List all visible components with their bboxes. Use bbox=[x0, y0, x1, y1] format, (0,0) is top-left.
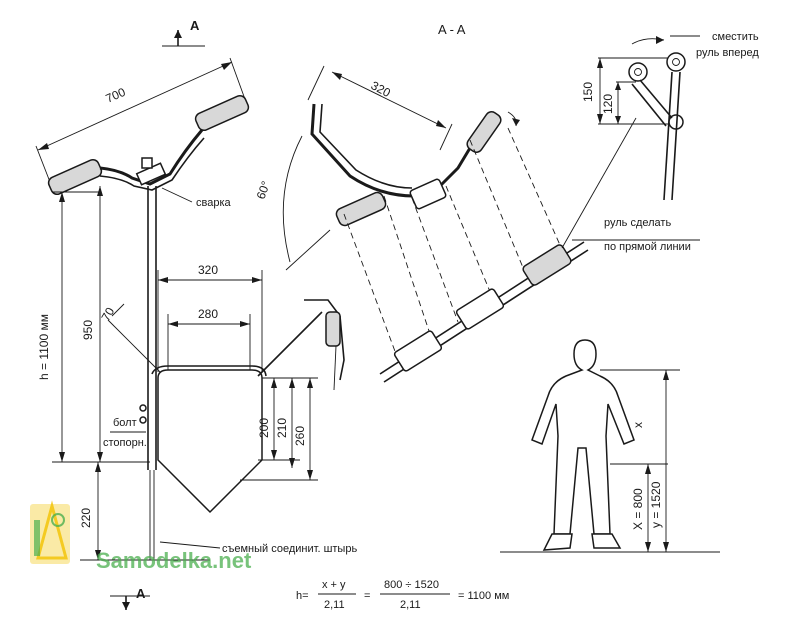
dim-950: 950 bbox=[81, 320, 95, 340]
human-figure: y = 1520 X = 800 x bbox=[500, 339, 720, 553]
view-a-a: A - A 320 60° руль сде bbox=[254, 22, 700, 383]
dim-210: 210 bbox=[275, 418, 289, 438]
watermark: Samodelka.net bbox=[30, 500, 252, 573]
shift-detail: 150 120 сместить руль вперед bbox=[561, 31, 759, 249]
formula-den1: 2,11 bbox=[324, 599, 345, 611]
formula-num2: 800 ÷ 1520 bbox=[384, 579, 439, 591]
human-silhouette bbox=[531, 339, 635, 535]
bolt-label-line2: стопорн. bbox=[103, 437, 147, 449]
move-note-line1: сместить bbox=[712, 31, 759, 43]
dim-220: 220 bbox=[79, 508, 93, 528]
formula-lhs: h= bbox=[296, 590, 309, 602]
dim-200: 200 bbox=[257, 418, 271, 438]
formula-eq2: = 1100 мм bbox=[458, 590, 509, 602]
dim-150: 150 bbox=[581, 82, 595, 102]
dim-70: 70 bbox=[98, 305, 117, 324]
straight-note-line2: по прямой линии bbox=[604, 241, 691, 253]
section-mark-top-label: A bbox=[190, 18, 200, 33]
watermark-text: Samodelka.net bbox=[96, 548, 252, 573]
dim-human-top: x bbox=[631, 422, 645, 428]
straight-note-line1: руль сделать bbox=[604, 217, 671, 229]
dim-human-y: y = 1520 bbox=[649, 481, 663, 528]
view-title: A - A bbox=[438, 22, 466, 37]
section-mark-bottom: A съемный соединит. штырь bbox=[110, 541, 357, 610]
dim-angle-60: 60° bbox=[254, 179, 273, 201]
gear-icon bbox=[51, 513, 65, 527]
weld-label: сварка bbox=[196, 197, 232, 209]
stem-and-height-dimensions: h = 1100 мм 950 220 болт стопорн. bbox=[37, 186, 210, 561]
dim-view-320: 320 bbox=[369, 78, 394, 100]
formula-num1: x + y bbox=[322, 579, 346, 591]
dim-120: 120 bbox=[601, 94, 615, 114]
seat-plate bbox=[157, 369, 263, 514]
handlebar-front-view: 700 сварка bbox=[35, 57, 250, 209]
formula-eq1: = bbox=[364, 590, 370, 602]
height-formula: h= x + y 2,11 = 800 ÷ 1520 2,11 = 1100 м… bbox=[296, 579, 509, 611]
dim-frame-320: 320 bbox=[198, 263, 218, 277]
dim-frame-280: 280 bbox=[198, 307, 218, 321]
right-grip bbox=[194, 94, 250, 132]
move-note-line2: руль вперед bbox=[696, 47, 759, 59]
dim-260: 260 bbox=[293, 426, 307, 446]
section-mark-bottom-label: A bbox=[136, 586, 146, 601]
dim-total-height: h = 1100 мм bbox=[37, 314, 51, 380]
dim-700: 700 bbox=[104, 85, 128, 106]
left-grip bbox=[47, 158, 103, 196]
formula-den2: 2,11 bbox=[400, 599, 421, 611]
dim-human-x: X = 800 bbox=[631, 488, 645, 530]
seat-frame: 320 280 70 200 210 260 bbox=[98, 263, 345, 514]
bolt-label-line1: болт bbox=[113, 417, 137, 429]
bottom-note: съемный соединит. штырь bbox=[222, 543, 357, 555]
section-mark-top: A bbox=[162, 18, 205, 47]
